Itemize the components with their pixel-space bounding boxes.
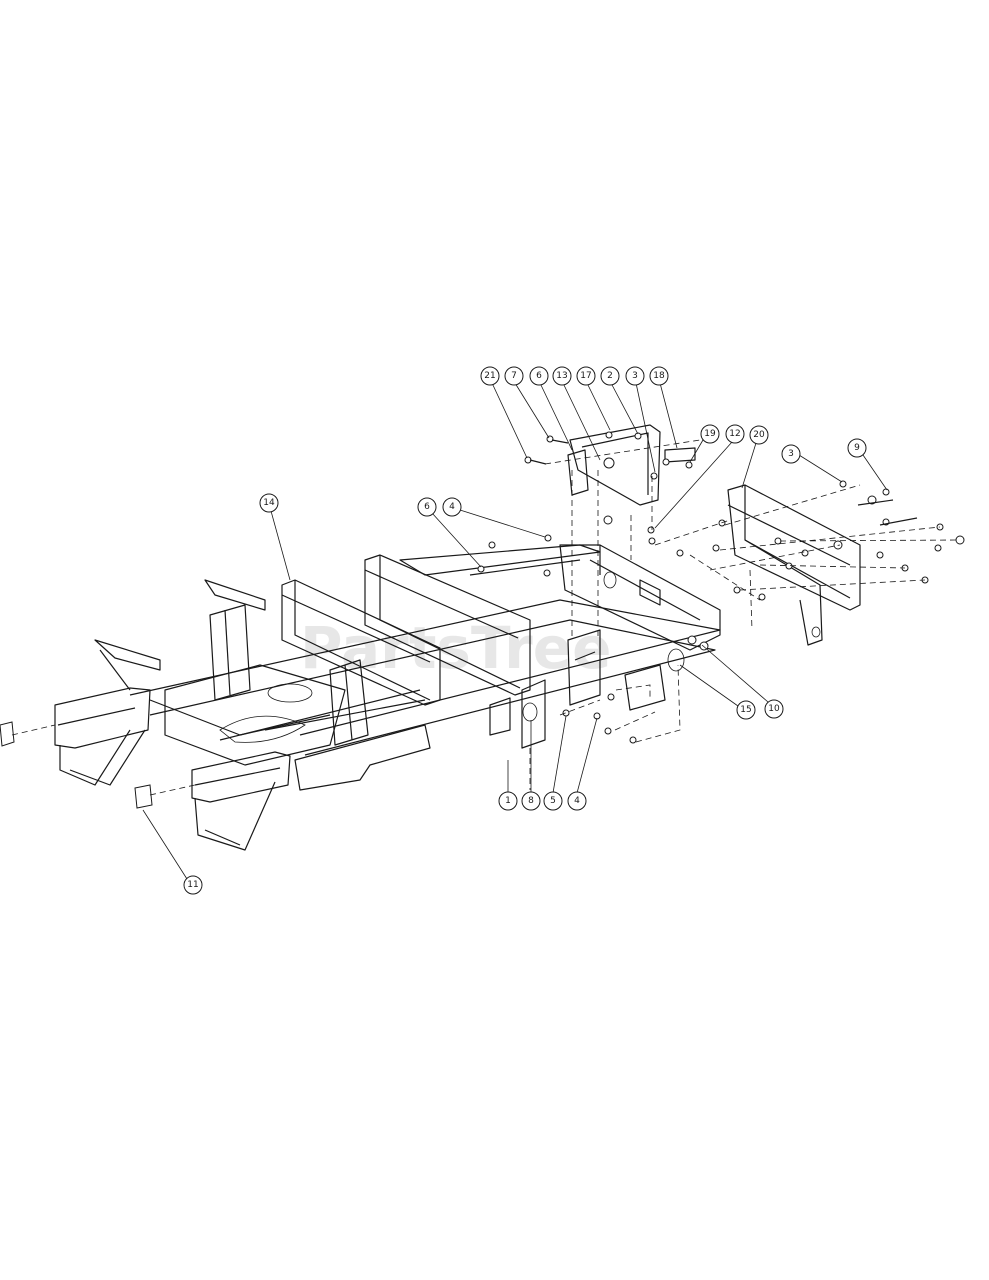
callout-6-mid: 6 — [417, 497, 482, 568]
svg-text:14: 14 — [263, 498, 275, 508]
callout-12: 12 — [654, 424, 745, 529]
svg-text:3: 3 — [632, 371, 638, 381]
callout-18: 18 — [649, 366, 678, 449]
svg-text:6: 6 — [424, 502, 430, 512]
callout-7: 7 — [504, 366, 550, 439]
svg-text:21: 21 — [484, 371, 495, 381]
callout-3-top: 3 — [625, 366, 656, 473]
callout-2: 2 — [600, 366, 639, 435]
callout-21: 21 — [480, 366, 528, 459]
hardware-fasteners — [477, 431, 965, 744]
callout-4-mid: 4 — [442, 497, 546, 538]
callout-9: 9 — [847, 438, 888, 491]
svg-text:20: 20 — [753, 430, 765, 440]
svg-text:8: 8 — [528, 796, 534, 806]
svg-text:2: 2 — [607, 371, 613, 381]
part-callouts: 21 7 6 13 17 2 3 — [142, 366, 888, 895]
callout-3-right: 3 — [781, 444, 843, 483]
callout-11: 11 — [142, 809, 203, 895]
svg-text:4: 4 — [449, 502, 455, 512]
svg-text:7: 7 — [511, 371, 517, 381]
callout-1: 1 — [498, 760, 518, 811]
svg-text:4: 4 — [574, 796, 580, 806]
callout-8: 8 — [521, 720, 541, 811]
svg-text:11: 11 — [187, 880, 198, 890]
svg-text:3: 3 — [788, 449, 794, 459]
svg-text:10: 10 — [768, 704, 780, 714]
callout-15: 15 — [679, 664, 756, 720]
alignment-lines — [11, 439, 961, 796]
svg-text:15: 15 — [740, 705, 751, 715]
svg-text:12: 12 — [729, 429, 740, 439]
svg-text:9: 9 — [854, 443, 860, 453]
svg-text:19: 19 — [704, 429, 716, 439]
callout-19: 19 — [689, 424, 720, 463]
callout-6-top: 6 — [529, 366, 573, 451]
svg-text:5: 5 — [550, 796, 556, 806]
svg-text:1: 1 — [505, 796, 511, 806]
svg-text:6: 6 — [536, 371, 542, 381]
callout-17: 17 — [576, 366, 611, 431]
svg-text:13: 13 — [556, 371, 567, 381]
callout-13: 13 — [552, 366, 601, 461]
svg-text:17: 17 — [580, 371, 591, 381]
frame-assembly — [0, 424, 861, 851]
callout-4-bottom: 4 — [567, 717, 598, 811]
callout-5: 5 — [543, 715, 567, 811]
callout-20: 20 — [741, 425, 769, 489]
callout-10: 10 — [701, 644, 784, 719]
callout-14: 14 — [259, 493, 291, 581]
svg-text:18: 18 — [653, 371, 665, 381]
